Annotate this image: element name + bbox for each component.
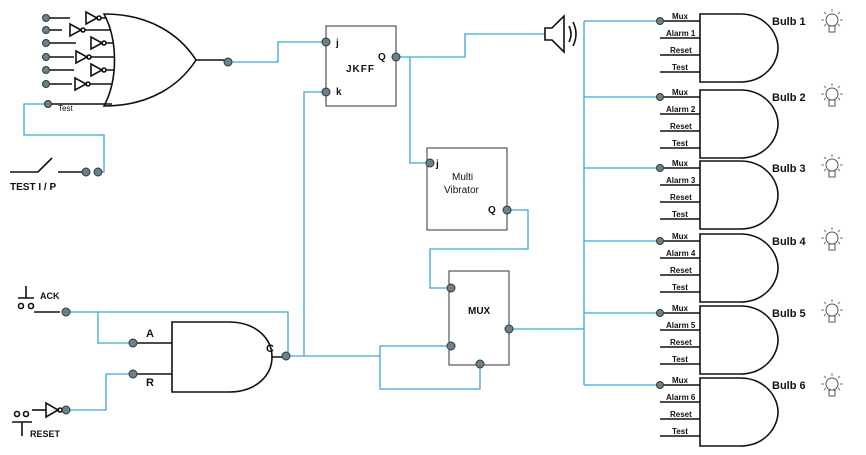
bulb-input-mux: Mux bbox=[672, 232, 689, 241]
push-switch-icon: TEST I / P bbox=[10, 157, 86, 193]
bulb-stage-6: Mux Alarm 6 Reset Test Bulb 6 bbox=[656, 376, 806, 447]
bulb-stages: Mux Alarm 1 Reset Test Bulb 1 Mux Alarm … bbox=[656, 12, 806, 447]
mux-label: MUX bbox=[468, 306, 491, 317]
wire-test-switch bbox=[23, 103, 105, 173]
push-switch-icon bbox=[18, 286, 34, 299]
bulb-stage-4: Mux Alarm 4 Reset Test Bulb 4 bbox=[656, 232, 806, 303]
bulb-name: Bulb 5 bbox=[772, 308, 806, 320]
bulb-input-reset: Reset bbox=[670, 338, 692, 347]
bulb-input-mux: Mux bbox=[672, 88, 689, 97]
bulb-stage-2: Mux Alarm 2 Reset Test Bulb 2 bbox=[656, 88, 806, 159]
test-input-gates: Test bbox=[46, 10, 228, 113]
reset-switch: RESET bbox=[12, 401, 63, 439]
multivibrator: j Multi Vibrator Q bbox=[426, 147, 508, 231]
push-switch-icon bbox=[12, 421, 32, 436]
bulb-name: Bulb 6 bbox=[772, 380, 806, 392]
bulb-input-reset: Reset bbox=[670, 193, 692, 202]
bulb-input-mux: Mux bbox=[672, 304, 689, 313]
bulb-name: Bulb 2 bbox=[772, 92, 806, 104]
light-bulb-icon bbox=[821, 299, 843, 323]
bulb-input-reset: Reset bbox=[670, 122, 692, 131]
wire-c-to-mux bbox=[286, 345, 451, 357]
test-gate-label: Test bbox=[58, 104, 73, 113]
bulb-input-test: Test bbox=[672, 139, 688, 148]
reset-label: RESET bbox=[30, 429, 61, 439]
bulb-stage-5: Mux Alarm 5 Reset Test Bulb 5 bbox=[656, 304, 806, 375]
jkff-k-label: k bbox=[336, 87, 342, 98]
jkff-q-label: Q bbox=[378, 52, 386, 63]
wire-mv-to-mux bbox=[429, 209, 529, 289]
jkff-title: JKFF bbox=[346, 64, 375, 75]
bulb-input-reset: Reset bbox=[670, 266, 692, 275]
wire-or-to-jkff-j bbox=[228, 41, 326, 63]
bulb-input-mux: Mux bbox=[672, 376, 689, 385]
wire-reset-to-r bbox=[66, 373, 133, 411]
light-bulb-icon bbox=[821, 83, 843, 107]
speaker-icon bbox=[544, 14, 577, 54]
light-bulb-icon bbox=[821, 227, 843, 251]
light-bulb-icon bbox=[821, 373, 843, 397]
bulb-input-reset: Reset bbox=[670, 410, 692, 419]
bulb-name: Bulb 4 bbox=[772, 236, 806, 248]
jkff-j-label: j bbox=[335, 38, 339, 49]
bulb-input-test: Test bbox=[672, 210, 688, 219]
pins bbox=[42, 14, 514, 415]
not-gate-icon bbox=[45, 401, 60, 419]
bulb-input-alarm: Alarm 2 bbox=[666, 105, 696, 114]
light-bulb-icon bbox=[821, 9, 843, 33]
bulb-input-test: Test bbox=[672, 355, 688, 364]
bulb-input-test: Test bbox=[672, 283, 688, 292]
mv-line1: Multi bbox=[452, 172, 473, 183]
wire-ack-to-a bbox=[97, 312, 133, 344]
bulb-name: Bulb 3 bbox=[772, 163, 806, 175]
and-output-c-label: C bbox=[266, 343, 274, 355]
or-gate bbox=[102, 13, 197, 107]
wire-q-to-speaker bbox=[396, 33, 545, 58]
bulb-input-mux: Mux bbox=[672, 12, 689, 21]
bulb-input-alarm: Alarm 5 bbox=[666, 321, 696, 330]
and-input-r-label: R bbox=[146, 377, 154, 389]
bulb-name: Bulb 1 bbox=[772, 16, 806, 28]
bulb-input-alarm: Alarm 6 bbox=[666, 393, 696, 402]
bulb-icons bbox=[821, 9, 843, 397]
jk-flip-flop: j k Q JKFF bbox=[325, 25, 397, 107]
bulb-input-alarm: Alarm 3 bbox=[666, 176, 696, 185]
bulb-input-alarm: Alarm 4 bbox=[666, 249, 696, 258]
bulb-input-test: Test bbox=[672, 63, 688, 72]
wire-ack-top bbox=[66, 311, 289, 356]
mv-line2: Vibrator bbox=[444, 185, 480, 196]
bulb-input-reset: Reset bbox=[670, 46, 692, 55]
or-input-lines bbox=[46, 17, 76, 85]
wire-c-to-jkff-k bbox=[303, 91, 326, 356]
and-gate: A R C bbox=[133, 321, 286, 393]
mux-block: MUX bbox=[448, 270, 510, 366]
bulb-input-mux: Mux bbox=[672, 159, 689, 168]
bulb-stage-1: Mux Alarm 1 Reset Test Bulb 1 bbox=[656, 12, 806, 83]
mv-j-label: j bbox=[435, 159, 439, 170]
ack-switch: ACK bbox=[17, 286, 60, 313]
test-input-label: TEST I / P bbox=[10, 182, 56, 193]
bulb-input-alarm: Alarm 1 bbox=[666, 29, 696, 38]
bulb-input-test: Test bbox=[672, 427, 688, 436]
wire-bus-taps bbox=[584, 20, 660, 386]
light-bulb-icon bbox=[821, 154, 843, 178]
and-input-a-label: A bbox=[146, 328, 154, 340]
wires bbox=[23, 20, 660, 411]
wire-q-to-multivibrator bbox=[409, 57, 430, 164]
ack-label: ACK bbox=[40, 291, 60, 301]
mv-q-label: Q bbox=[488, 205, 496, 216]
wire-c-to-mux-bottom bbox=[379, 356, 481, 390]
bulb-stage-3: Mux Alarm 3 Reset Test Bulb 3 bbox=[656, 159, 806, 230]
